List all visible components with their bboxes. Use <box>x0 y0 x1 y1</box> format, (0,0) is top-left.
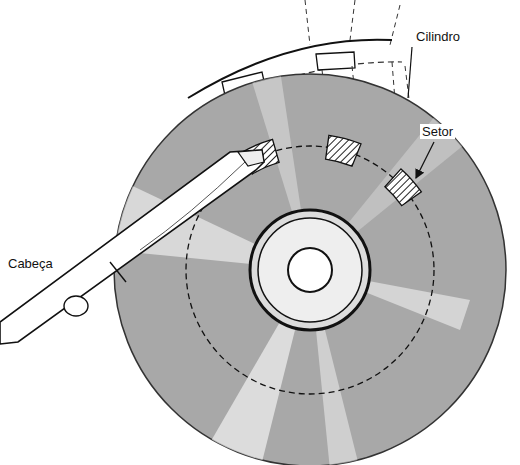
upper-sector <box>316 52 355 70</box>
hub <box>250 210 370 330</box>
hub-ring <box>258 218 362 322</box>
sector <box>326 135 361 166</box>
cylinder-label: Cilindro <box>414 29 462 44</box>
platter <box>114 74 506 465</box>
head-slider <box>238 150 264 166</box>
arm-pivot <box>64 296 88 316</box>
sector-label: Setor <box>420 124 455 139</box>
leader-arrow <box>416 142 434 178</box>
head-label: Cabeça <box>6 256 55 271</box>
arm-detail <box>110 262 126 282</box>
platter-reflection <box>110 70 470 465</box>
leader-line <box>408 47 412 98</box>
spindle-hole <box>288 248 332 292</box>
head-arm <box>0 150 264 344</box>
arm-wire <box>140 162 245 250</box>
cylinder-line <box>305 0 400 45</box>
sector <box>385 169 422 206</box>
